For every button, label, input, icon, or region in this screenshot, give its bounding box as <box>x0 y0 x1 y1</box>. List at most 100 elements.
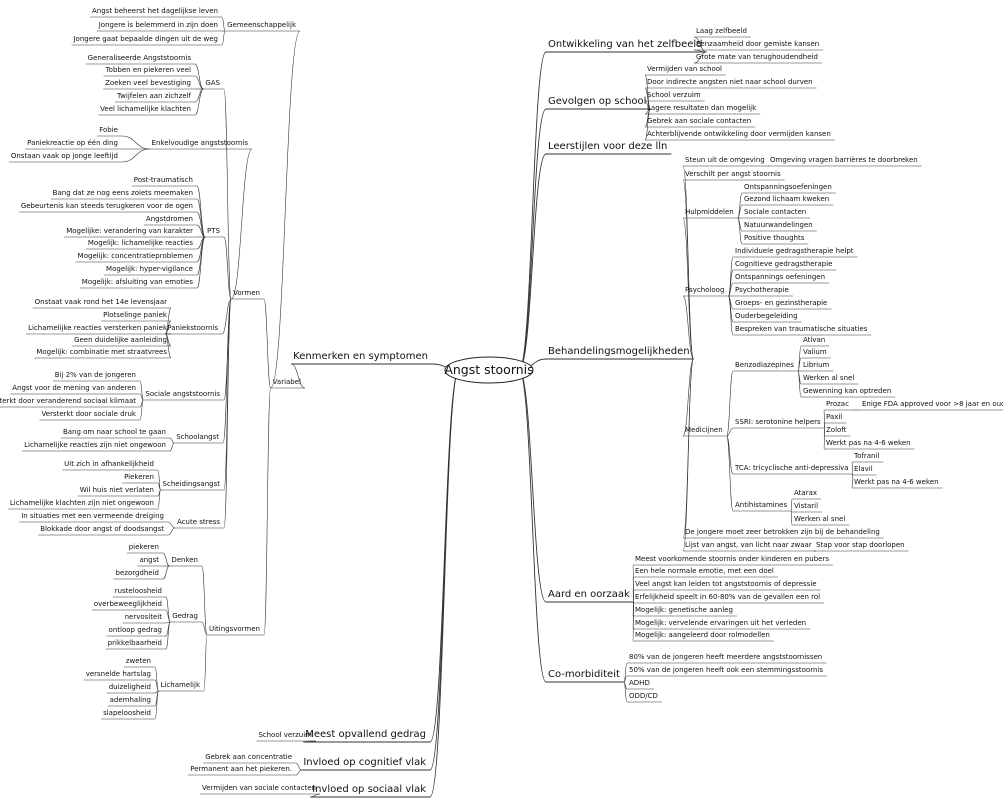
node-librium[interactable]: Librium <box>803 361 830 369</box>
node-bang-om-naar-school-te-gaan[interactable]: Bang om naar school te gaan <box>62 428 166 436</box>
node-stap-voor-stap-doorlopen[interactable]: Stap voor stap doorlopen <box>816 541 905 549</box>
node-school-verzuim[interactable]: School verzuim <box>647 91 701 99</box>
node-acute-stress[interactable]: Acute stress <box>177 518 220 526</box>
node-angstdromen[interactable]: Angstdromen <box>145 215 193 223</box>
node-gewenning-kan-optreden[interactable]: Gewenning kan optreden <box>803 387 892 395</box>
node-lijst-van-angst-van-licht-naar-zwaar[interactable]: Lijst van angst, van licht naar zwaar <box>685 541 812 549</box>
node-angst[interactable]: angst <box>139 556 159 564</box>
node-werkt-pas-na-4-6-weken[interactable]: Werkt pas na 4-6 weken <box>854 478 939 486</box>
node-rusteloosheid[interactable]: rusteloosheid <box>114 587 162 595</box>
node-schoolangst[interactable]: Schoolangst <box>176 433 219 441</box>
node-geen-duidelijke-aanleiding[interactable]: Geen duidelijke aanleiding <box>74 336 167 344</box>
node-mogelijk-aangeleerd-door-rolmodellen[interactable]: Mogelijk: aangeleerd door rolmodellen <box>635 631 770 639</box>
node-ontspanningsoefeningen[interactable]: Ontspanningsoefeningen <box>744 183 832 191</box>
node-bij-2-van-de-jongeren[interactable]: Bij 2% van de jongeren <box>54 371 136 379</box>
node-atarax[interactable]: Atarax <box>794 489 818 497</box>
node-mogelijk-afsluiting-van-emoties[interactable]: Mogelijk: afsluiting van emoties <box>81 278 193 286</box>
node-permanent-aan-het-piekeren[interactable]: Permanent aan het piekeren. <box>190 765 292 773</box>
node-gebrek-aan-sociale-contacten[interactable]: Gebrek aan sociale contacten <box>647 117 752 125</box>
node-prozac[interactable]: Prozac <box>826 400 849 408</box>
node-mogelijk-combinatie-met-straatvrees[interactable]: Mogelijk: combinatie met straatvrees <box>36 348 167 356</box>
node-mogelijk-vervelende-ervaringen-uit-het-v[interactable]: Mogelijk: vervelende ervaringen uit het … <box>635 619 807 627</box>
node-sociale-contacten[interactable]: Sociale contacten <box>744 208 807 216</box>
node-gemeenschappelijk[interactable]: Gemeenschappelijk <box>227 21 296 29</box>
node-gevolgen-op-school[interactable]: Gevolgen op school <box>548 96 647 107</box>
node-tobben-en-piekeren-veel[interactable]: Tobben en piekeren veel <box>105 66 191 74</box>
node-lichamelijke-klachten-zijn-niet-ongewoon[interactable]: Lichamelijke klachten zijn niet ongewoon <box>9 499 154 507</box>
node-gezond-lichaam-kweken[interactable]: Gezond lichaam kweken <box>744 195 830 203</box>
node-medicijnen[interactable]: Medicijnen <box>685 426 723 434</box>
node-positive-thoughts[interactable]: Positive thoughts <box>744 234 805 242</box>
node-bespreken-van-traumatische-situaties[interactable]: Bespreken van traumatische situaties <box>735 325 868 333</box>
root-node-label[interactable]: Angst stoornis <box>444 362 534 377</box>
node-mogelijk-lichamelijke-reacties[interactable]: Mogelijk: lichamelijke reacties <box>87 239 193 247</box>
node-lichamelijke-reacties-zijn-niet-ongewoon[interactable]: Lichamelijke reacties zijn niet ongewoon <box>24 441 166 449</box>
node-vormen[interactable]: Vormen <box>233 289 260 297</box>
node-ademhaling[interactable]: ademhaling <box>109 696 151 704</box>
node-eenzaamheid-door-gemiste-kansen[interactable]: Eenzaamheid door gemiste kansen <box>696 40 820 48</box>
node-plotselinge-paniek[interactable]: Plotselinge paniek <box>103 311 167 319</box>
node-paxil[interactable]: Paxil <box>826 413 843 421</box>
node-steun-uit-de-omgeving[interactable]: Steun uit de omgeving <box>685 156 765 164</box>
node-invloed-op-cognitief-vlak[interactable]: Invloed op cognitief vlak <box>303 757 426 768</box>
node-denken[interactable]: Denken <box>171 556 198 564</box>
node-mogelijk-hyper-vigilance[interactable]: Mogelijk: hyper-vigilance <box>106 265 193 273</box>
node-scheidingsangst[interactable]: Scheidingsangst <box>162 480 220 488</box>
node-blokkade-door-angst-of-doodsangst[interactable]: Blokkade door angst of doodsangst <box>40 525 164 533</box>
node-door-indirecte-angsten-niet-naar-school-[interactable]: Door indirecte angsten niet naar school … <box>647 78 813 86</box>
node-grote-mate-van-terughoudendheid[interactable]: Grote mate van terughoudendheid <box>696 53 818 61</box>
node-valium[interactable]: Valium <box>803 348 827 356</box>
node-invloed-op-sociaal-vlak[interactable]: Invloed op sociaal vlak <box>312 784 426 795</box>
node-vistaril[interactable]: Vistaril <box>794 502 819 510</box>
node-onstaat-vaak-rond-het-14e-levensjaar[interactable]: Onstaat vaak rond het 14e levensjaar <box>34 298 167 306</box>
node-achterblijvende-ontwikkeling-door-vermij[interactable]: Achterblijvende ontwikkeling door vermij… <box>647 130 831 138</box>
node-enkelvoudige-angststoornis[interactable]: Enkelvoudige angststoornis <box>151 139 248 147</box>
node-tofranil[interactable]: Tofranil <box>854 452 880 460</box>
node-generaliseerde-angststoornis[interactable]: Generaliseerde Angststoornis <box>87 54 191 62</box>
node-adhd[interactable]: ADHD <box>629 679 650 687</box>
node-bezorgdheid[interactable]: bezorgdheid <box>115 569 159 577</box>
node-slapeloosheid[interactable]: slapeloosheid <box>103 709 151 717</box>
node-meest-opvallend-gedrag[interactable]: Meest opvallend gedrag <box>305 729 426 740</box>
node-laag-zelfbeeld[interactable]: Laag zelfbeeld <box>696 27 747 35</box>
node-hulpmiddelen[interactable]: Hulpmiddelen <box>685 208 734 216</box>
node-pts[interactable]: PTS <box>207 227 220 235</box>
node-gedrag[interactable]: Gedrag <box>172 612 198 620</box>
node-versterkt-door-sociale-druk[interactable]: Versterkt door sociale druk <box>41 410 136 418</box>
node-post-traumatisch[interactable]: Post-traumatisch <box>133 176 193 184</box>
node-50-van-de-jongeren-heeft-ook-een-stemmin[interactable]: 50% van de jongeren heeft ook een stemmi… <box>629 666 823 674</box>
node-wil-huis-niet-verlaten[interactable]: Wil huis niet verlaten <box>79 486 154 494</box>
node-uit-zich-in-afhankelijkheid[interactable]: Uit zich in afhankelijkheid <box>64 460 154 468</box>
node-enige-fda-approved-voor-8-jaar-en-ouder[interactable]: Enige FDA approved voor >8 jaar en ouder <box>862 400 1003 408</box>
node-fobie[interactable]: Fobie <box>99 126 118 134</box>
node-ontspannings-oefeningen[interactable]: Ontspannings oefeningen <box>735 273 826 281</box>
node-individuele-gedragstherapie-helpt[interactable]: Individuele gedragstherapie helpt <box>735 247 854 255</box>
node-school-verzuim[interactable]: School verzuim <box>258 731 312 739</box>
node-kenmerken-en-symptomen[interactable]: Kenmerken en symptomen <box>293 351 428 362</box>
node-overbeweeglijkheid[interactable]: overbeweeglijkheid <box>93 600 162 608</box>
node-gebeurtenis-kan-steeds-terugkeren-voor-d[interactable]: Gebeurtenis kan steeds terugkeren voor d… <box>20 202 193 210</box>
node-psycholoog[interactable]: Psycholoog <box>685 286 725 294</box>
node-lagere-resultaten-dan-mogelijk[interactable]: Lagere resultaten dan mogelijk <box>647 104 757 112</box>
node-lichamelijke-reacties-versterken-paniek[interactable]: Lichamelijke reacties versterken paniek <box>28 324 167 332</box>
node-natuurwandelingen[interactable]: Natuurwandelingen <box>744 221 813 229</box>
node-aard-en-oorzaak[interactable]: Aard en oorzaak <box>548 589 630 600</box>
node-gebrek-aan-concentratie[interactable]: Gebrek aan concentratie <box>205 753 292 761</box>
node-de-jongere-moet-zeer-betrokken-zijn-bij-[interactable]: De jongere moet zeer betrokken zijn bij … <box>685 528 880 536</box>
node-ativan[interactable]: Ativan <box>803 336 826 344</box>
node-veel-lichamelijke-klachten[interactable]: Veel lichamelijke klachten <box>100 105 191 113</box>
node-onstaan-vaak-op-jonge-leeftijd[interactable]: Onstaan vaak op jonge leeftijd <box>10 152 118 160</box>
node-werkt-pas-na-4-6-weken[interactable]: Werkt pas na 4-6 weken <box>826 439 911 447</box>
node-zweten[interactable]: zweten <box>125 657 151 665</box>
node-elavil[interactable]: Elavil <box>854 465 873 473</box>
node-verschilt-per-angst-stoornis[interactable]: Verschilt per angst stoornis <box>685 170 781 178</box>
node-piekeren[interactable]: piekeren <box>128 543 159 551</box>
node-angst-beheerst-het-dagelijkse-leven[interactable]: Angst beheerst het dagelijkse leven <box>92 7 218 15</box>
node-duizeligheid[interactable]: duizeligheid <box>108 683 151 691</box>
node-antihistamines[interactable]: Antihistamines <box>735 501 788 509</box>
node-paniekreactie-op-een-ding[interactable]: Paniekreactie op één ding <box>27 139 118 147</box>
node-cognitieve-gedragstherapie[interactable]: Cognitieve gedragstherapie <box>735 260 833 268</box>
node-erfelijkheid-speelt-in-60-80-van-de-geva[interactable]: Erfelijkheid speelt in 60-80% van de gev… <box>635 593 821 601</box>
node-behandelingsmogelijkheden[interactable]: Behandelingsmogelijkheden <box>548 346 690 357</box>
node-gas[interactable]: GAS <box>205 79 220 87</box>
